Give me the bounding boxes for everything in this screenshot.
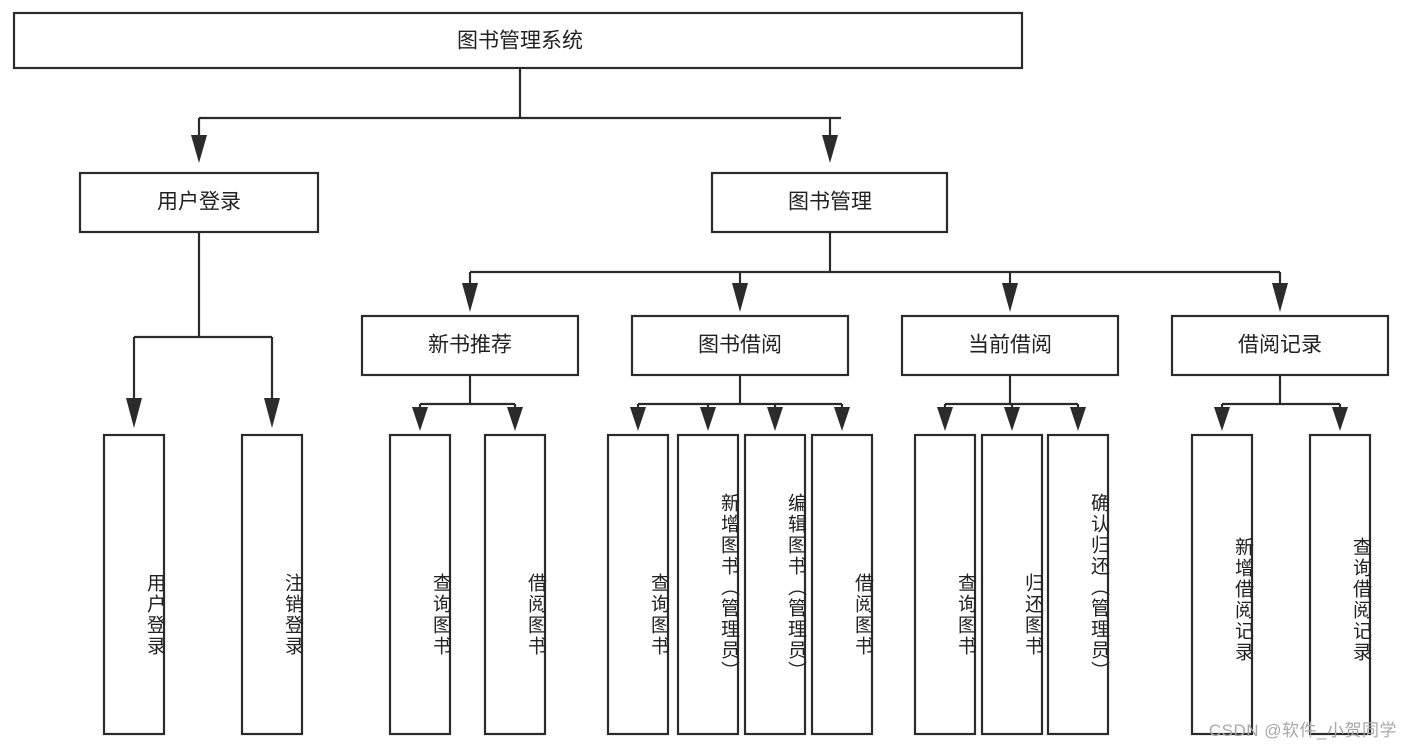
arrow-head-leaf-query-book-borrow <box>630 407 646 431</box>
node-root-box[interactable] <box>12 11 1024 70</box>
leaf-box-confirm-return-admin[interactable] <box>1046 433 1110 736</box>
node-current-borrow[interactable]: 当前借阅 <box>900 314 1120 377</box>
arrow-head-user-login <box>191 135 207 163</box>
arrow-head-current-borrow <box>1002 283 1018 312</box>
leaf-box-add-book-admin[interactable] <box>676 433 740 736</box>
node-book-borrow-box[interactable] <box>630 314 850 377</box>
node-new-book-recommend[interactable]: 新书推荐 <box>360 314 580 377</box>
arrow-head-leaf-user-logout <box>264 398 280 428</box>
leaf-box-return-book[interactable] <box>980 433 1044 736</box>
node-current-borrow-box[interactable] <box>900 314 1120 377</box>
arrow-head-leaf-query-book-current <box>937 407 953 431</box>
connector-group-new-book-recommend <box>412 375 523 431</box>
connector-group-root <box>191 68 841 163</box>
node-book-management[interactable]: 图书管理 <box>710 171 949 234</box>
node-new-book-recommend-label: 新书推荐 <box>428 334 512 357</box>
arrow-head-leaf-add-borrow-record <box>1214 407 1230 431</box>
node-user-login[interactable]: 用户登录 <box>78 171 320 234</box>
arrow-head-leaf-user-login <box>126 398 142 428</box>
connector-group-book-borrow <box>630 375 850 431</box>
arrow-head-leaf-add-book-admin <box>700 407 716 431</box>
csdn-watermark: CSDN @软件_小贺同学 <box>1208 721 1397 740</box>
arrow-head-book-borrow <box>732 283 748 312</box>
arrow-head-leaf-query-book-recommend <box>412 407 428 431</box>
arrow-head-leaf-borrow-book <box>834 407 850 431</box>
node-root-label: 图书管理系统 <box>457 30 583 53</box>
leaf-box-query-book-recommend[interactable] <box>388 433 452 736</box>
node-book-borrow-label: 图书借阅 <box>698 334 782 357</box>
arrow-head-leaf-return-book <box>1004 407 1020 431</box>
connector-group-book-management <box>462 232 1288 312</box>
leaf-box-add-borrow-record[interactable] <box>1190 433 1254 736</box>
node-new-book-recommend-box[interactable] <box>360 314 580 377</box>
arrow-head-leaf-query-borrow-record <box>1332 407 1348 431</box>
leaf-box-user-login[interactable] <box>102 433 166 736</box>
node-borrow-record[interactable]: 借阅记录 <box>1170 314 1390 377</box>
node-book-management-box[interactable] <box>710 171 949 234</box>
leaf-box-edit-book-admin[interactable] <box>743 433 807 736</box>
node-borrow-record-label: 借阅记录 <box>1238 334 1322 357</box>
leaf-box-user-logout[interactable] <box>240 433 304 736</box>
arrow-head-borrow-record <box>1272 283 1288 312</box>
node-book-management-label: 图书管理 <box>788 191 872 214</box>
leaf-box-borrow-book[interactable] <box>810 433 874 736</box>
arrow-head-leaf-edit-book-admin <box>767 407 783 431</box>
node-user-login-label: 用户登录 <box>157 191 241 214</box>
leaf-box-query-borrow-record[interactable] <box>1308 433 1372 736</box>
node-user-login-box[interactable] <box>78 171 320 234</box>
node-current-borrow-label: 当前借阅 <box>968 334 1052 357</box>
arrow-head-leaf-confirm-return-admin <box>1070 407 1086 431</box>
connector-group-current-borrow <box>937 375 1086 431</box>
leaf-box-query-book-current[interactable] <box>913 433 977 736</box>
connector-group-borrow-record <box>1214 375 1348 431</box>
arrow-head-new-book-recommend <box>462 283 478 312</box>
arrow-head-leaf-borrow-book-recommend <box>507 407 523 431</box>
leaf-box-borrow-book-recommend[interactable] <box>483 433 547 736</box>
leaf-box-query-book-borrow[interactable] <box>606 433 670 736</box>
node-root[interactable]: 图书管理系统 <box>12 11 1024 70</box>
connector-group-user-login <box>126 232 280 428</box>
leaf-boxes-group <box>102 433 1372 736</box>
node-borrow-record-box[interactable] <box>1170 314 1390 377</box>
arrow-head-book-management <box>822 135 838 163</box>
node-book-borrow[interactable]: 图书借阅 <box>630 314 850 377</box>
